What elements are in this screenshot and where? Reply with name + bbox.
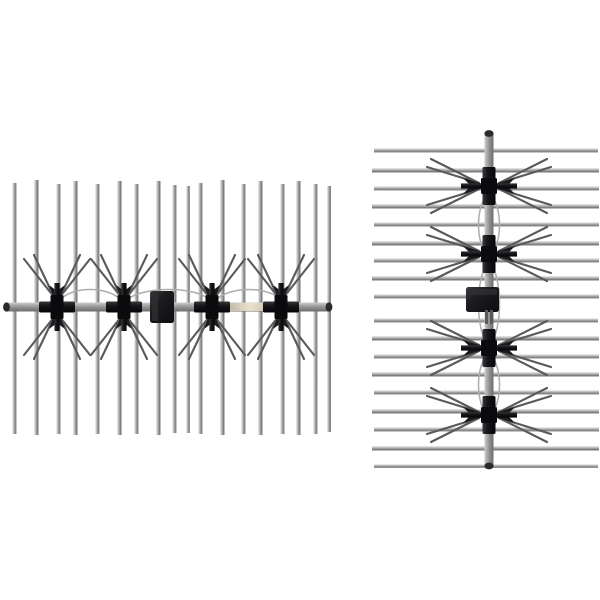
balun-box-front	[150, 291, 174, 323]
antenna-front-view	[3, 180, 333, 435]
antenna-side-view	[372, 130, 599, 470]
balun-box-side	[466, 287, 499, 324]
